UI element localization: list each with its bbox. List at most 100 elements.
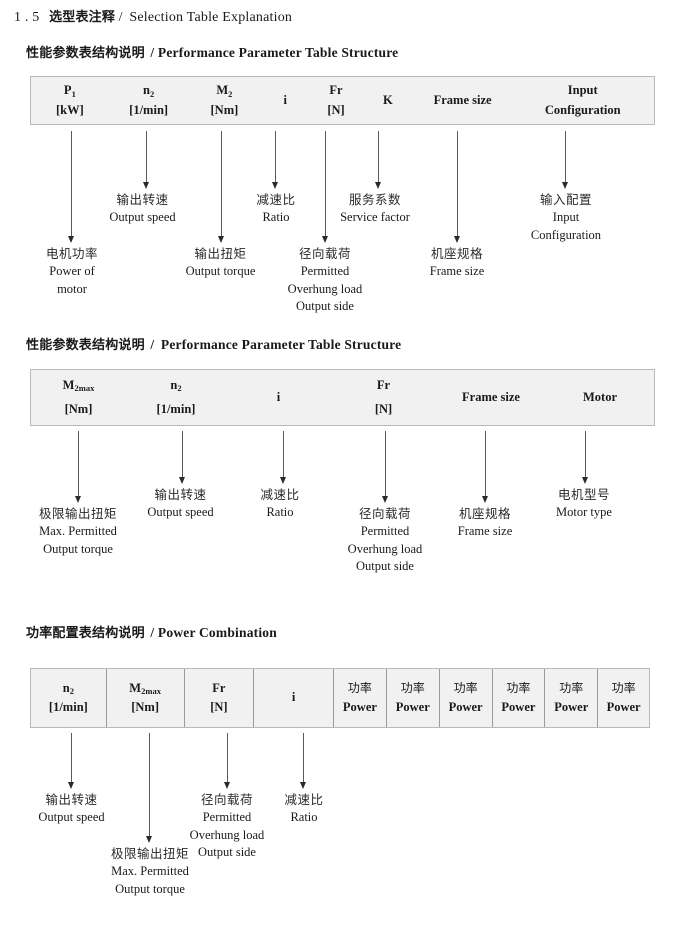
note-max-output-torque-1: 极限输出扭矩 Max. Permitted Output torque — [18, 505, 138, 558]
n2-t3-symbol: n — [62, 680, 70, 695]
power-3-cn: 功率 — [453, 681, 478, 696]
column-header-n2-t2: n2 [1/min] — [126, 370, 226, 425]
n2-t2-unit: [1/min] — [156, 402, 196, 416]
m2max-symbol: M — [62, 377, 75, 392]
arrow-ratio-2 — [279, 431, 288, 484]
arrow-output-speed-3 — [67, 733, 76, 789]
column-header-n2: n2 [1/min] — [109, 77, 189, 124]
note-overhung-load-3-cn: 径向载荷 — [200, 792, 253, 807]
fr-t3-unit: [N] — [210, 700, 228, 714]
note-ratio-2-cn: 减速比 — [260, 487, 300, 502]
section3-title-english: Power Combination — [157, 625, 277, 640]
column-header-power-6: 功率 Power — [597, 669, 649, 727]
m2max-t3-symbol: M — [129, 680, 142, 695]
heading-separator: / — [118, 10, 123, 25]
note-overhung-load-2-cn: 径向载荷 — [358, 506, 411, 521]
note-ratio-1: 减速比 Ratio — [235, 191, 317, 227]
note-output-speed-1: 输出转速 Output speed — [90, 191, 195, 227]
section1-title-chinese: 性能参数表结构说明 — [26, 46, 145, 61]
column-header-i: i — [260, 77, 310, 124]
note-output-torque-cn: 输出扭矩 — [194, 246, 247, 261]
note-overhung-load-1: 径向载荷 Permitted Overhung load Output side — [269, 245, 381, 316]
i-t2-symbol: i — [276, 389, 281, 404]
note-ratio-3-en: Ratio — [290, 809, 318, 824]
fr-t2-symbol: Fr — [376, 377, 391, 392]
power-4-en: Power — [501, 699, 536, 714]
note-overhung-load-2: 径向载荷 Permitted Overhung load Output side — [329, 505, 441, 576]
n2-t2-symbol: n — [170, 377, 178, 392]
column-header-fr-t3: Fr [N] — [183, 669, 254, 727]
n2-t3-unit: [1/min] — [48, 700, 88, 714]
fr-t2-unit: [N] — [374, 402, 393, 416]
power-2-en: Power — [395, 699, 430, 714]
column-header-power-3: 功率 Power — [438, 669, 492, 727]
n2-unit: [1/min] — [129, 102, 169, 117]
fr-t3-symbol: Fr — [212, 680, 226, 695]
heading-english: Selection Table Explanation — [129, 10, 293, 25]
note-overhung-load-3-en-2: Overhung load — [189, 827, 265, 842]
note-frame-size-2-en: Frame size — [457, 523, 513, 538]
note-output-torque-en: Output torque — [185, 263, 256, 278]
note-output-speed-3: 输出转速 Output speed — [19, 791, 124, 827]
note-overhung-load-2-en-1: Permitted — [360, 523, 410, 538]
note-power-of-motor-en-2: motor — [57, 281, 87, 296]
note-overhung-load-1-cn: 径向载荷 — [298, 246, 351, 261]
column-header-i-t3: i — [253, 669, 333, 727]
column-header-p1: P1 [kW] — [31, 77, 109, 124]
note-ratio-1-cn: 减速比 — [256, 192, 296, 207]
column-header-fr-t2: Fr [N] — [331, 370, 436, 425]
arrow-overhung-load-2 — [381, 431, 390, 503]
note-frame-size-2: 机座规格 Frame size — [433, 505, 537, 541]
section-title-performance-2: 性能参数表结构说明 / Performance Parameter Table … — [26, 334, 401, 353]
power-4-cn: 功率 — [506, 681, 531, 696]
note-ratio-1-en: Ratio — [262, 209, 290, 224]
section3-title-separator: / — [150, 625, 155, 640]
note-motor-type-cn: 电机型号 — [557, 487, 610, 502]
note-ratio-3-cn: 减速比 — [284, 792, 324, 807]
note-input-configuration-cn: 输入配置 — [539, 192, 592, 207]
note-service-factor-en: Service factor — [340, 209, 410, 224]
note-overhung-load-2-en-3: Output side — [356, 559, 414, 574]
k-symbol: K — [382, 92, 393, 107]
note-motor-type: 电机型号 Motor type — [532, 486, 636, 522]
note-max-output-torque-1-en-1: Max. Permitted — [39, 523, 117, 538]
column-header-power-5: 功率 Power — [544, 669, 597, 727]
column-header-i-t2: i — [226, 370, 331, 425]
arrow-overhung-load-3 — [223, 733, 232, 789]
column-header-m2max-t3: M2max [Nm] — [105, 669, 184, 727]
section-title-power-combination: 功率配置表结构说明 / Power Combination — [26, 622, 277, 641]
power-1-cn: 功率 — [347, 681, 372, 696]
arrow-ratio — [271, 131, 280, 189]
note-output-speed-3-cn: 输出转速 — [45, 792, 98, 807]
arrow-input-configuration — [561, 131, 570, 189]
power-combination-table: n2 [1/min] M2max [Nm] Fr [N] i 功率 Power … — [30, 668, 650, 728]
arrow-output-speed-2 — [178, 431, 187, 484]
note-service-factor-cn: 服务系数 — [348, 192, 401, 207]
m2-symbol: M — [216, 83, 229, 98]
note-frame-size-1: 机座规格 Frame size — [405, 245, 509, 281]
arrow-power-of-motor — [67, 131, 76, 243]
column-header-power-2: 功率 Power — [385, 669, 439, 727]
power-3-en: Power — [448, 699, 483, 714]
note-frame-size-2-cn: 机座规格 — [458, 506, 511, 521]
note-input-configuration-en-1: Input — [552, 209, 580, 224]
m2-subscript: 2 — [228, 88, 233, 99]
note-input-configuration: 输入配置 Input Configuration — [512, 191, 620, 244]
i-symbol: i — [283, 92, 287, 107]
note-overhung-load-3: 径向载荷 Permitted Overhung load Output side — [171, 791, 283, 862]
p1-unit: [kW] — [55, 102, 84, 117]
n2-t2-subscript: 2 — [177, 383, 182, 394]
note-input-configuration-en-2: Configuration — [530, 227, 602, 242]
frame-size-t2-label: Frame size — [462, 389, 520, 404]
column-header-power-1: 功率 Power — [333, 669, 386, 727]
note-output-speed-1-cn: 输出转速 — [116, 192, 169, 207]
arrow-service-factor — [374, 131, 383, 189]
column-header-input-configuration: Input Configuration — [511, 77, 654, 124]
column-header-k: K — [362, 77, 414, 124]
note-power-of-motor-en-1: Power of — [49, 263, 95, 278]
note-power-of-motor: 电机功率 Power of motor — [22, 245, 122, 298]
section3-title-chinese: 功率配置表结构说明 — [26, 626, 145, 641]
fr-unit: [N] — [327, 102, 345, 117]
note-output-speed-3-en: Output speed — [38, 809, 105, 824]
